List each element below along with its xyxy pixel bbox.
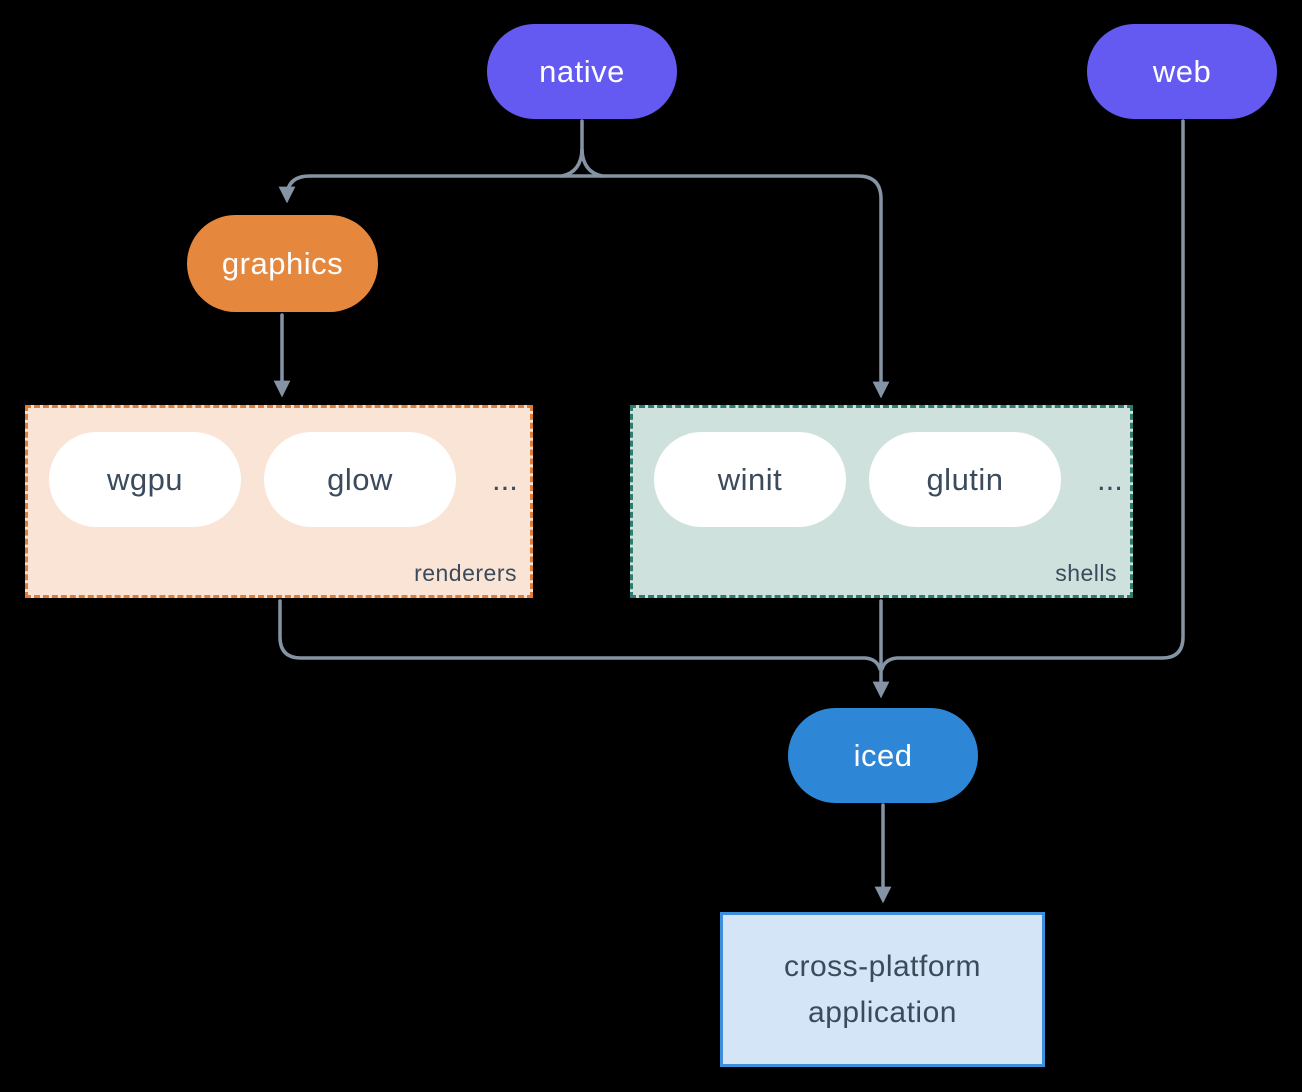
node-web: web [1087, 24, 1277, 119]
shells-group-label: shells [1055, 560, 1117, 586]
node-wgpu: wgpu [49, 432, 241, 527]
renderers-ellipsis: ... [492, 461, 518, 497]
node-graphics: graphics [187, 215, 378, 312]
node-native: native [487, 24, 677, 119]
node-native-label: native [539, 53, 625, 89]
shells-ellipsis: ... [1097, 461, 1123, 497]
node-application: cross-platform application [720, 912, 1045, 1067]
node-glutin: glutin [869, 432, 1061, 527]
node-web-label: web [1152, 53, 1212, 89]
shells-row: winit glutin ... [633, 408, 1130, 527]
renderers-group-label: renderers [414, 560, 517, 586]
edge-renderers-to-merge [278, 599, 882, 671]
node-iced-label: iced [853, 737, 913, 773]
node-glow: glow [264, 432, 456, 527]
node-iced: iced [788, 708, 978, 803]
node-glow-label: glow [327, 461, 393, 497]
edge-native-fork-left [560, 148, 584, 178]
node-winit: winit [654, 432, 846, 527]
edge-native-to-graphics-and-shells [278, 174, 890, 399]
node-application-label: cross-platform application [783, 949, 982, 1029]
edge-native-fork-right [580, 148, 604, 178]
node-glutin-label: glutin [926, 461, 1004, 497]
group-renderers: wgpu glow ... renderers [25, 405, 533, 598]
renderers-row: wgpu glow ... [28, 408, 530, 527]
group-shells: winit glutin ... shells [630, 405, 1133, 598]
node-graphics-label: graphics [221, 245, 344, 281]
node-winit-label: winit [717, 461, 783, 497]
node-wgpu-label: wgpu [106, 461, 184, 497]
